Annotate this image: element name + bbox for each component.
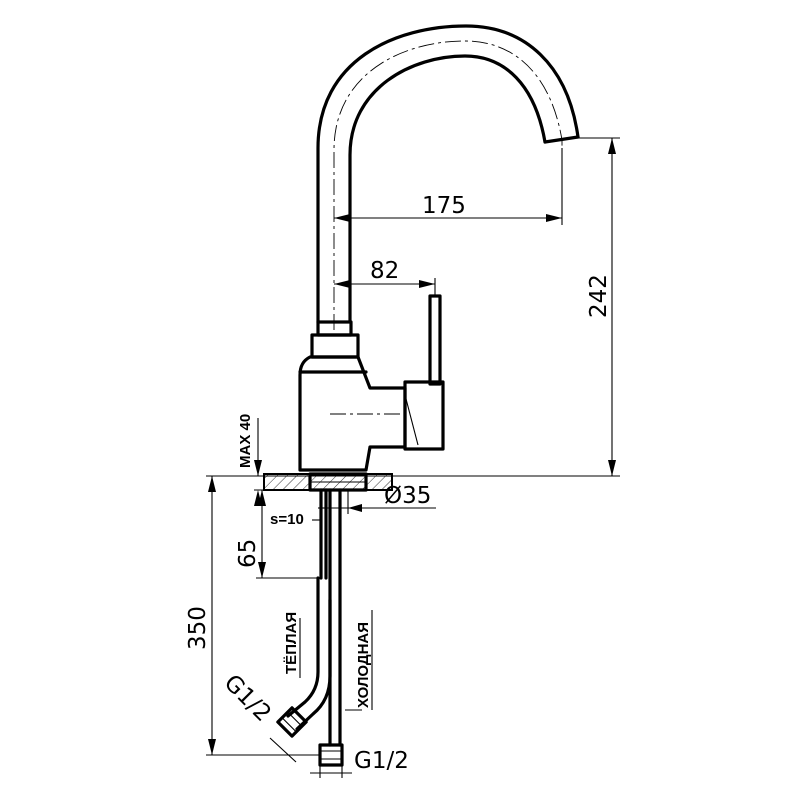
spout-centerline — [333, 40, 563, 330]
spout-inner-outline — [348, 54, 547, 324]
dim-175: 175 — [422, 193, 466, 219]
cartridge-housing — [403, 380, 445, 451]
cartridge-bevel — [404, 394, 419, 446]
spout-outer-outline — [316, 24, 580, 324]
label-warm: ТЁПЛАЯ — [283, 612, 300, 674]
lever-handle — [428, 294, 442, 386]
dim-g12-right: G1/2 — [354, 748, 409, 774]
dim-s10: s=10 — [270, 511, 304, 528]
dim-242: 242 — [586, 274, 612, 318]
dimension-texts: 175 82 242 MAX 40 Ø35 65 s=10 350 G1/2 G… — [185, 193, 612, 774]
dim-max40: MAX 40 — [237, 414, 254, 468]
dim-82: 82 — [370, 258, 399, 284]
body-outline — [298, 355, 407, 472]
dim-65: 65 — [235, 539, 261, 568]
warm-hose — [286, 576, 332, 731]
faucet-body — [263, 24, 580, 767]
cold-fitting — [318, 743, 344, 767]
label-cold: ХОЛОДНАЯ — [355, 622, 372, 708]
dim-g12-left: G1/2 — [219, 670, 276, 727]
dim-d35: Ø35 — [384, 483, 431, 509]
dim-350: 350 — [185, 606, 211, 650]
spout-nut — [316, 320, 353, 337]
dimension-lines — [206, 137, 620, 778]
warm-fitting — [276, 706, 308, 738]
spout-nut-collar — [310, 333, 360, 359]
